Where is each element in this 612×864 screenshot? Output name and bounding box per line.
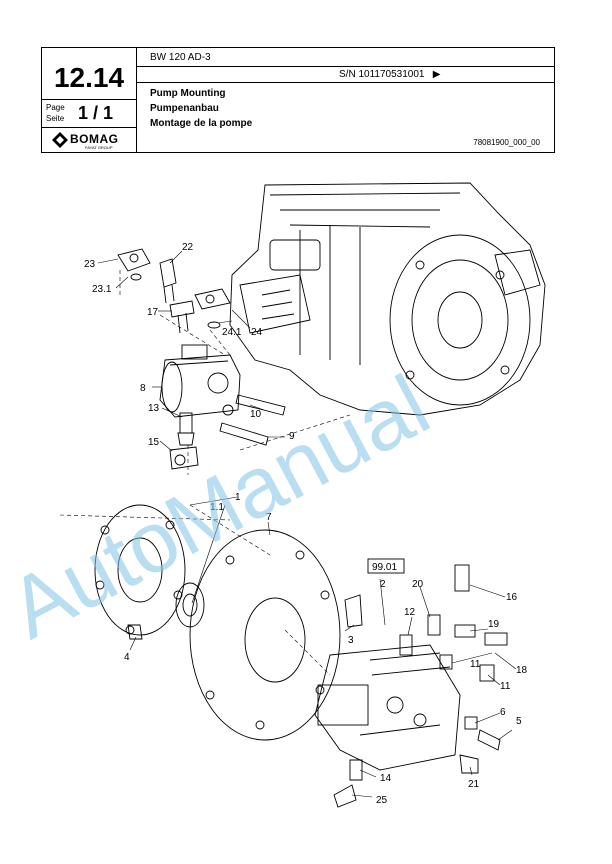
page-label-de: Seite	[46, 114, 65, 123]
divider	[42, 127, 136, 128]
callout: 12	[404, 607, 416, 618]
callout: 1.1	[210, 502, 224, 513]
callout: 14	[380, 773, 392, 784]
callout: 23	[84, 259, 96, 270]
page-label-en: Page	[46, 103, 65, 112]
title-en: Pump Mounting	[150, 88, 226, 99]
gear-1-1	[175, 582, 205, 628]
callout: 24.1	[222, 327, 242, 338]
divider	[136, 48, 137, 152]
callout: 11	[500, 681, 511, 692]
callout: 23.1	[92, 284, 112, 295]
fitting-22	[159, 258, 177, 304]
elbow-15	[169, 446, 199, 470]
callout: 7	[266, 512, 272, 523]
reference-box	[367, 558, 405, 574]
page-number: 1 / 1	[78, 103, 114, 123]
bomag-diamond-icon	[52, 132, 68, 148]
document-id: 78081900_000_00	[473, 138, 540, 147]
section-number: 12.14	[53, 62, 125, 93]
divider	[42, 99, 136, 100]
leader-lines	[97, 250, 517, 798]
fitting-23	[117, 248, 151, 281]
callout: 22	[182, 242, 194, 253]
callout: 4	[124, 652, 130, 663]
bolt-4	[127, 624, 143, 640]
bomag-logo: BOMAG FAYAT GROUP	[52, 130, 132, 152]
hydraulic-pump-8	[159, 344, 241, 418]
fitting-13	[177, 412, 195, 446]
assembly-lines	[59, 270, 351, 676]
title-block: BW 120 AD-3 S/N 101170531001 ▶ 12.14 Pag…	[41, 47, 555, 153]
callout: 24	[251, 327, 263, 338]
callout: 5	[516, 716, 522, 727]
callout: 9	[289, 431, 295, 442]
callout: 21	[468, 779, 480, 790]
injection-pump-2	[314, 644, 461, 771]
coupling-hub-1	[94, 504, 186, 636]
fittings-right	[333, 564, 508, 808]
callout: 19	[488, 619, 500, 630]
callout: 11	[470, 659, 481, 670]
exploded-view-diagram: 23 22 23.1 17 24.1 24 8 10 13 9 15 1 1.1…	[59, 182, 546, 808]
fitting-17	[169, 300, 195, 334]
title-fr: Montage de la pompe	[150, 118, 253, 129]
engine-block	[229, 182, 546, 416]
callout: 15	[148, 437, 160, 448]
callout: 8	[140, 383, 146, 394]
callout: 17	[147, 307, 159, 318]
callout: 10	[250, 409, 262, 420]
callout: 13	[148, 403, 160, 414]
callout: 2	[380, 579, 386, 590]
callout-labels: 23 22 23.1 17 24.1 24 8 10 13 9 15 1 1.1…	[84, 242, 528, 806]
callout: 3	[348, 635, 354, 646]
callout: 1	[235, 492, 241, 503]
callout: 6	[500, 707, 506, 718]
callout: 16	[506, 592, 518, 603]
divider	[136, 82, 554, 83]
callout: 18	[516, 665, 528, 676]
bolt-3	[344, 594, 363, 628]
serial-number: S/N 101170531001 ▶	[339, 69, 441, 80]
callout: 25	[376, 795, 388, 806]
arrow-right-icon: ▶	[432, 69, 441, 80]
title-de: Pumpenanbau	[150, 103, 219, 114]
divider	[136, 66, 554, 67]
callout: 20	[412, 579, 424, 590]
fitting-24	[194, 288, 231, 329]
bolts-9-10	[219, 394, 286, 446]
callout: 99.01	[372, 562, 397, 573]
machine-model: BW 120 AD-3	[150, 52, 211, 63]
